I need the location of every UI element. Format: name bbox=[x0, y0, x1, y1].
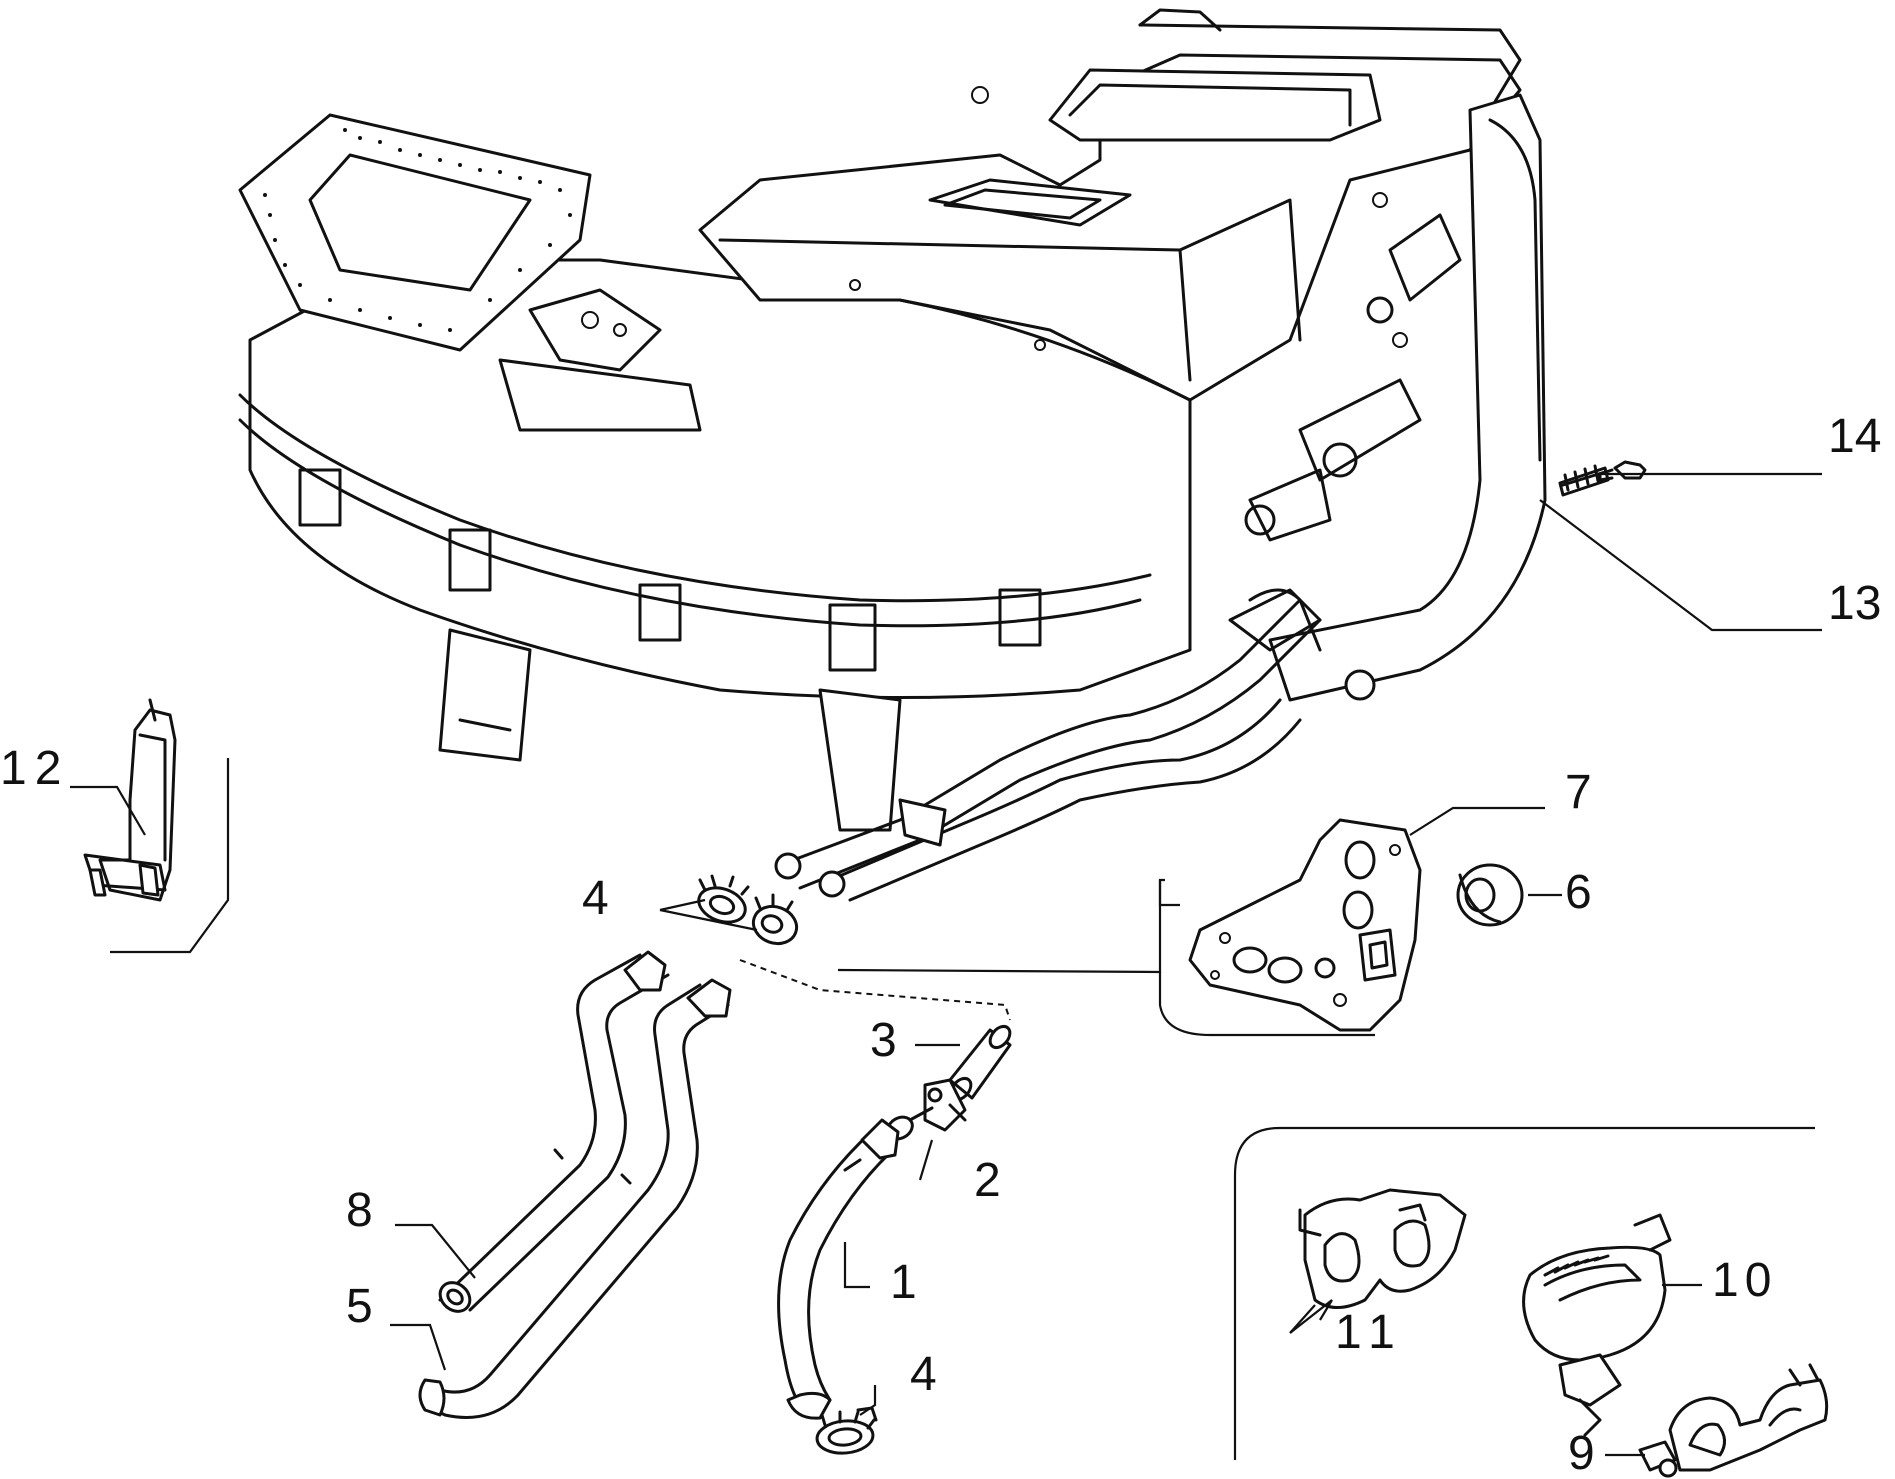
callout-6: 6 bbox=[1565, 866, 1592, 919]
foam-texture bbox=[263, 128, 572, 332]
callout-3: 3 bbox=[870, 1014, 897, 1067]
bracket-part-12 bbox=[83, 698, 177, 902]
clip-part-11 bbox=[1298, 1188, 1467, 1309]
callout-14: 14 bbox=[1828, 410, 1881, 463]
connector-part-3 bbox=[948, 1024, 1012, 1102]
group-frame-clips bbox=[1233, 1126, 1815, 1460]
group-frame-7 bbox=[837, 878, 1165, 974]
hose-part-8 bbox=[438, 950, 670, 1313]
callout-8: 8 bbox=[346, 1184, 373, 1237]
callout-2: 2 bbox=[974, 1154, 1001, 1207]
callout-10: 10 bbox=[1712, 1254, 1777, 1307]
hose-part-1 bbox=[777, 1118, 900, 1420]
assembly-line bbox=[739, 959, 1011, 1021]
heater-core-pipes bbox=[774, 588, 1376, 902]
callout-5: 5 bbox=[346, 1280, 373, 1333]
callout-1: 1 bbox=[890, 1256, 917, 1309]
callout-9: 9 bbox=[1568, 1427, 1595, 1479]
hose-part-5 bbox=[418, 978, 732, 1419]
clamp-part-4-lower bbox=[815, 1406, 878, 1455]
heater-housing bbox=[238, 8, 1547, 832]
flange-part-7 bbox=[1188, 818, 1422, 1032]
callout-11: 11 bbox=[1335, 1306, 1405, 1359]
callout-12: 12 bbox=[0, 742, 69, 795]
grommet-part-6 bbox=[1456, 863, 1524, 927]
callout-4-lower: 4 bbox=[910, 1348, 937, 1401]
callout-4-upper: 4 bbox=[582, 872, 609, 925]
callout-13: 13 bbox=[1828, 577, 1881, 630]
callout-7: 7 bbox=[1565, 766, 1592, 819]
clamps-part-4-upper bbox=[697, 874, 799, 946]
clip-part-9 bbox=[1638, 1363, 1829, 1478]
screw-part-14 bbox=[1558, 460, 1647, 497]
callout-labels: 1 2 3 4 4 5 6 7 8 9 10 11 12 13 14 bbox=[0, 410, 1881, 1479]
clip-part-10 bbox=[1522, 1213, 1672, 1437]
leader-lines bbox=[70, 472, 1822, 1457]
group-frame-12 bbox=[110, 758, 230, 954]
